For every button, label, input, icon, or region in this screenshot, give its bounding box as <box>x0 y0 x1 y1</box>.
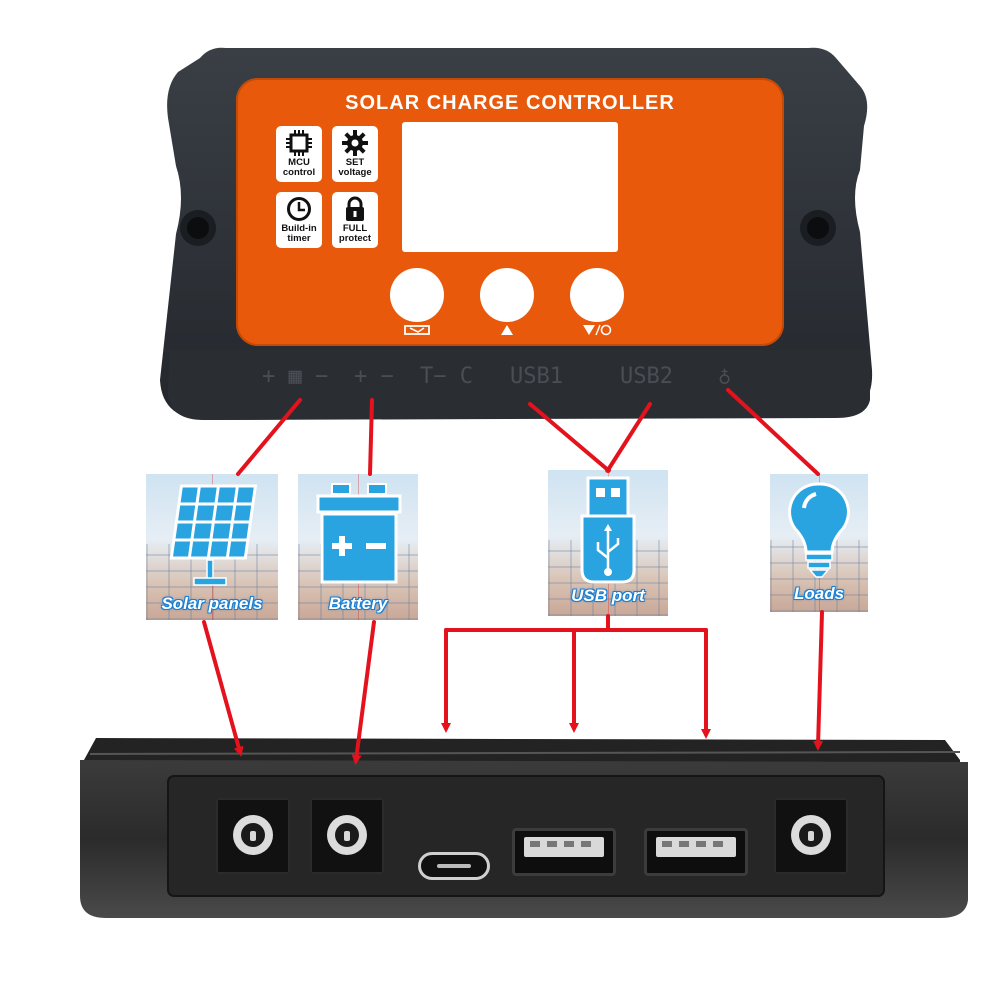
feature-label-1: FULL <box>342 223 368 234</box>
menu-button[interactable] <box>390 268 444 322</box>
lcd-display <box>402 122 618 252</box>
controller-title: SOLAR CHARGE CONTROLLER <box>345 92 675 114</box>
card-label: Solar panels <box>161 594 263 613</box>
solar-panel-icon <box>169 484 258 586</box>
feature-full-protect: FULL protect <box>332 192 378 248</box>
usb-c-port[interactable] <box>418 852 490 880</box>
chip-icon <box>286 130 312 156</box>
card-battery: Battery <box>298 474 418 620</box>
menu-enter-icon <box>404 325 430 335</box>
card-solar-panels: Solar panels <box>146 474 278 620</box>
feature-label-1: Build-in <box>281 223 317 234</box>
card-loads: Loads <box>770 474 868 612</box>
port-label-usb1: USB1 <box>510 364 563 389</box>
light-bulb-icon <box>788 482 850 578</box>
port-label-load: ♁ <box>718 364 732 389</box>
feature-label-2: timer <box>287 233 311 244</box>
feature-set-voltage: SET voltage <box>332 126 378 182</box>
usb2-port[interactable] <box>644 828 748 876</box>
feature-label-1: MCU <box>288 157 310 168</box>
feature-build-in-timer: Build-in timer <box>276 192 322 248</box>
feature-label-2: control <box>282 167 316 178</box>
port-label-temp: T− C <box>420 364 473 389</box>
feature-label-1: SET <box>345 157 365 168</box>
solar-input-jack[interactable] <box>216 798 290 874</box>
card-label: Loads <box>793 584 845 603</box>
feature-label-2: protect <box>338 233 372 244</box>
battery-icon <box>316 483 402 584</box>
battery-jack[interactable] <box>310 798 384 874</box>
feature-mcu-control: MCU control <box>276 126 322 182</box>
usb-plug-icon <box>580 476 636 584</box>
feature-label-2: voltage <box>338 167 372 178</box>
lock-icon <box>346 196 364 221</box>
up-arrow-icon <box>501 325 513 335</box>
load-output-jack[interactable] <box>774 798 848 874</box>
clock-icon <box>287 197 311 221</box>
controller-faceplate: SOLAR CHARGE CONTROLLER MCU control SET … <box>236 78 784 346</box>
down-button[interactable] <box>570 268 624 322</box>
card-label: USB port <box>571 586 645 605</box>
port-label-usb2: USB2 <box>620 364 673 389</box>
port-label-battery: + − <box>354 364 394 389</box>
card-usb-port: USB port <box>548 470 668 616</box>
card-label: Battery <box>328 594 388 613</box>
down-arrow-light-icon <box>583 324 612 336</box>
port-label-solar: + ▦ − <box>262 364 329 389</box>
usb1-port[interactable] <box>512 828 616 876</box>
gear-icon <box>342 130 368 156</box>
up-button[interactable] <box>480 268 534 322</box>
